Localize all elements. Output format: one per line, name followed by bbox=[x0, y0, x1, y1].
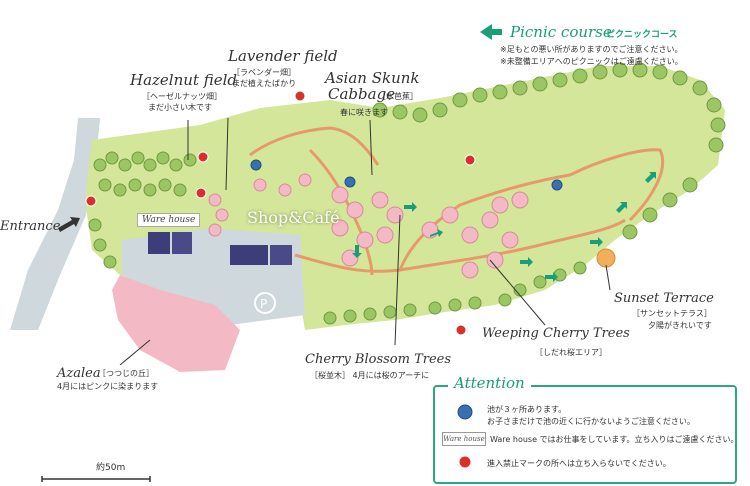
hazelnut-jp: ［ヘーゼルナッツ畑］ bbox=[142, 92, 222, 101]
skunk-label-1: Asian Skunk bbox=[325, 69, 420, 87]
pond-note-2: お子さまだけで池の近くに行かないようご注意ください。 bbox=[487, 417, 695, 426]
cherry-cluster bbox=[208, 173, 529, 279]
path-north bbox=[249, 126, 380, 166]
pond-note-1: 池が３ヶ所あります。 bbox=[487, 405, 567, 414]
picnic-course-title: Picnic course bbox=[510, 23, 612, 41]
pond-1 bbox=[250, 159, 262, 171]
path-loop bbox=[569, 148, 665, 222]
parking-letter: P bbox=[260, 297, 267, 311]
weeping-label: Weeping Cherry Trees bbox=[482, 326, 630, 341]
sunset-desc: 夕陽がきれいです bbox=[648, 321, 712, 330]
cherry-jp: ［桜並木］ 4月には桜のアーチに bbox=[310, 371, 430, 380]
no-entry-note: 進入禁止マークの所へは立ち入らないでください。 bbox=[487, 459, 671, 468]
scale-label: 約50m bbox=[96, 463, 126, 473]
leader-lines bbox=[119, 117, 611, 366]
attention-title: Attention bbox=[448, 374, 531, 392]
picnic-note-1: ※足もとの悪い所がありますのでご注意ください。 bbox=[500, 45, 683, 54]
pond-3 bbox=[551, 179, 563, 191]
picnic-arrows bbox=[352, 172, 656, 282]
picnic-course-jp: ピクニックコース bbox=[606, 30, 678, 40]
entrance-label: Entrance bbox=[0, 219, 61, 234]
path-weeping bbox=[398, 173, 571, 271]
warehouse-buildings bbox=[148, 232, 292, 265]
hazelnut-label: Hazelnut field bbox=[130, 71, 237, 89]
azalea-hill bbox=[112, 275, 240, 372]
no-entry-legend-icon bbox=[458, 455, 472, 469]
hazelnut-desc: まだ小さい木です bbox=[148, 103, 212, 112]
tree-cluster bbox=[88, 62, 726, 325]
warehouse-label: Ware house bbox=[137, 213, 201, 227]
skunk-desc: 春に咲きます bbox=[340, 108, 388, 117]
no-entry-signs bbox=[85, 90, 476, 336]
sunset-terrace-marker bbox=[596, 248, 616, 268]
azalea-desc: 4月にはピンクに染まります bbox=[57, 382, 159, 391]
skunk-jp: ［水芭蕉］ bbox=[378, 92, 418, 101]
attention-box bbox=[433, 385, 737, 484]
weeping-jp: ［しだれ桜エリア］ bbox=[535, 348, 607, 357]
azalea-jp: ［つつじの丘］ bbox=[98, 369, 154, 378]
sunset-jp: ［サンセットテラス］ bbox=[632, 309, 712, 318]
scale-bar bbox=[41, 476, 151, 482]
pond-legend-icon bbox=[457, 404, 473, 420]
lavender-jp: ［ラベンダー畑］ bbox=[232, 68, 296, 77]
picnic-legend-arrow bbox=[480, 24, 502, 40]
entrance-arrow bbox=[58, 217, 80, 232]
parking-icon bbox=[254, 292, 276, 314]
warehouse-badge: Ware house bbox=[442, 432, 486, 446]
path-cherry bbox=[308, 148, 374, 276]
cherry-label: Cherry Blossom Trees bbox=[305, 352, 452, 367]
lavender-desc: まだ植えたばかり bbox=[232, 79, 297, 88]
picnic-note-2: ※未整備エリアへのピクニックはご遠慮ください。 bbox=[500, 57, 683, 66]
sunset-label: Sunset Terrace bbox=[614, 291, 714, 306]
access-road bbox=[10, 118, 100, 330]
path-south bbox=[294, 218, 626, 273]
warehouse-note: Ware house ではお仕事をしています。立ち入りはご遠慮ください。 bbox=[490, 435, 739, 444]
shop-cafe-label: Shop&Café bbox=[247, 208, 340, 227]
azalea-label: Azalea bbox=[57, 366, 101, 381]
skunk-label-2: Cabbage bbox=[328, 85, 396, 103]
pond-2 bbox=[344, 176, 356, 188]
lavender-label: Lavender field bbox=[228, 47, 338, 65]
